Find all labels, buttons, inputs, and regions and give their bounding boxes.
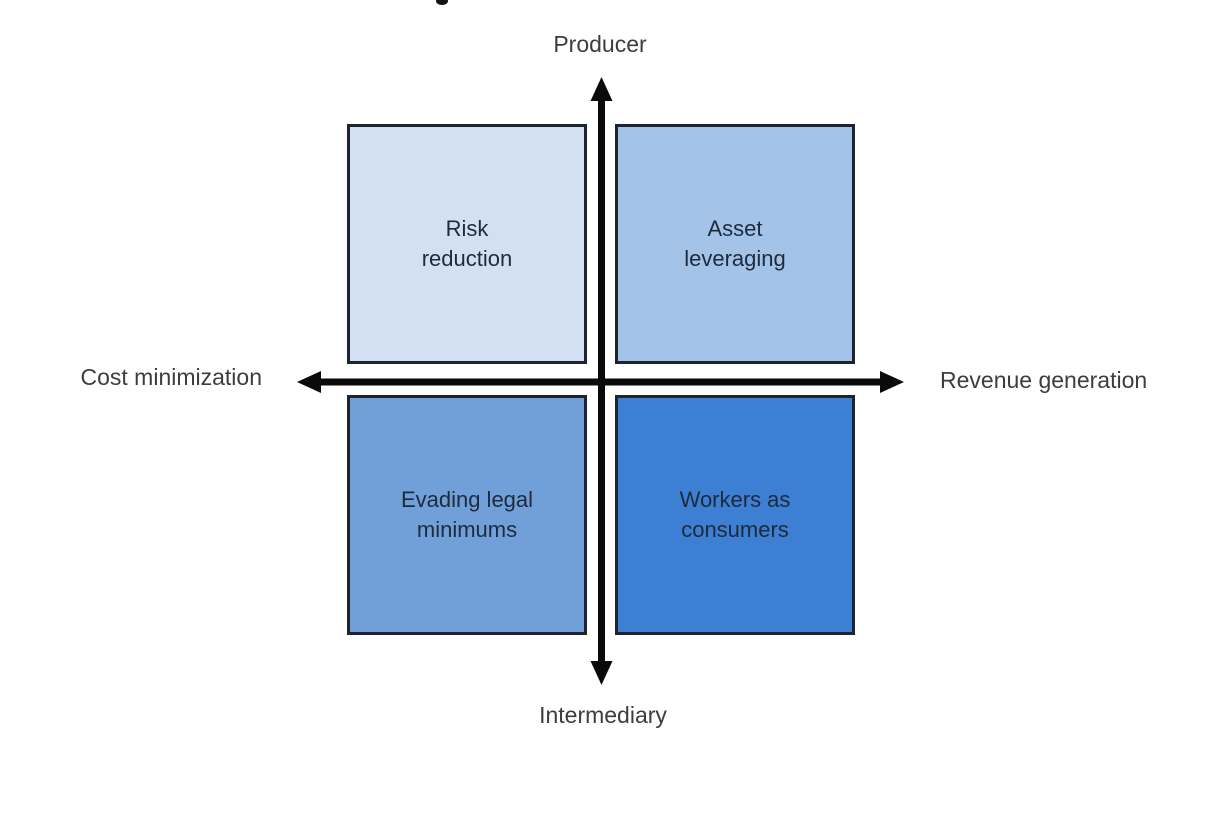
left-arrowhead-icon xyxy=(297,371,321,393)
up-arrowhead-icon xyxy=(590,77,613,101)
quadrant-workers-as-consumers: Workers as consumers xyxy=(615,395,855,635)
quadrant-evading-legal-minimums: Evading legal minimums xyxy=(347,395,587,635)
top-axis-label: Producer xyxy=(553,31,647,57)
right-axis-label: Revenue generation xyxy=(940,367,1148,393)
quadrant-risk-reduction: Risk reduction xyxy=(347,124,587,364)
cropped-title-fragment xyxy=(436,0,448,5)
bottom-axis-label: Intermediary xyxy=(539,702,667,728)
quadrant-asset-leveraging: Asset leveraging xyxy=(615,124,855,364)
right-arrowhead-icon xyxy=(880,371,904,393)
down-arrowhead-icon xyxy=(590,661,613,685)
left-axis-label: Cost minimization xyxy=(80,364,263,390)
